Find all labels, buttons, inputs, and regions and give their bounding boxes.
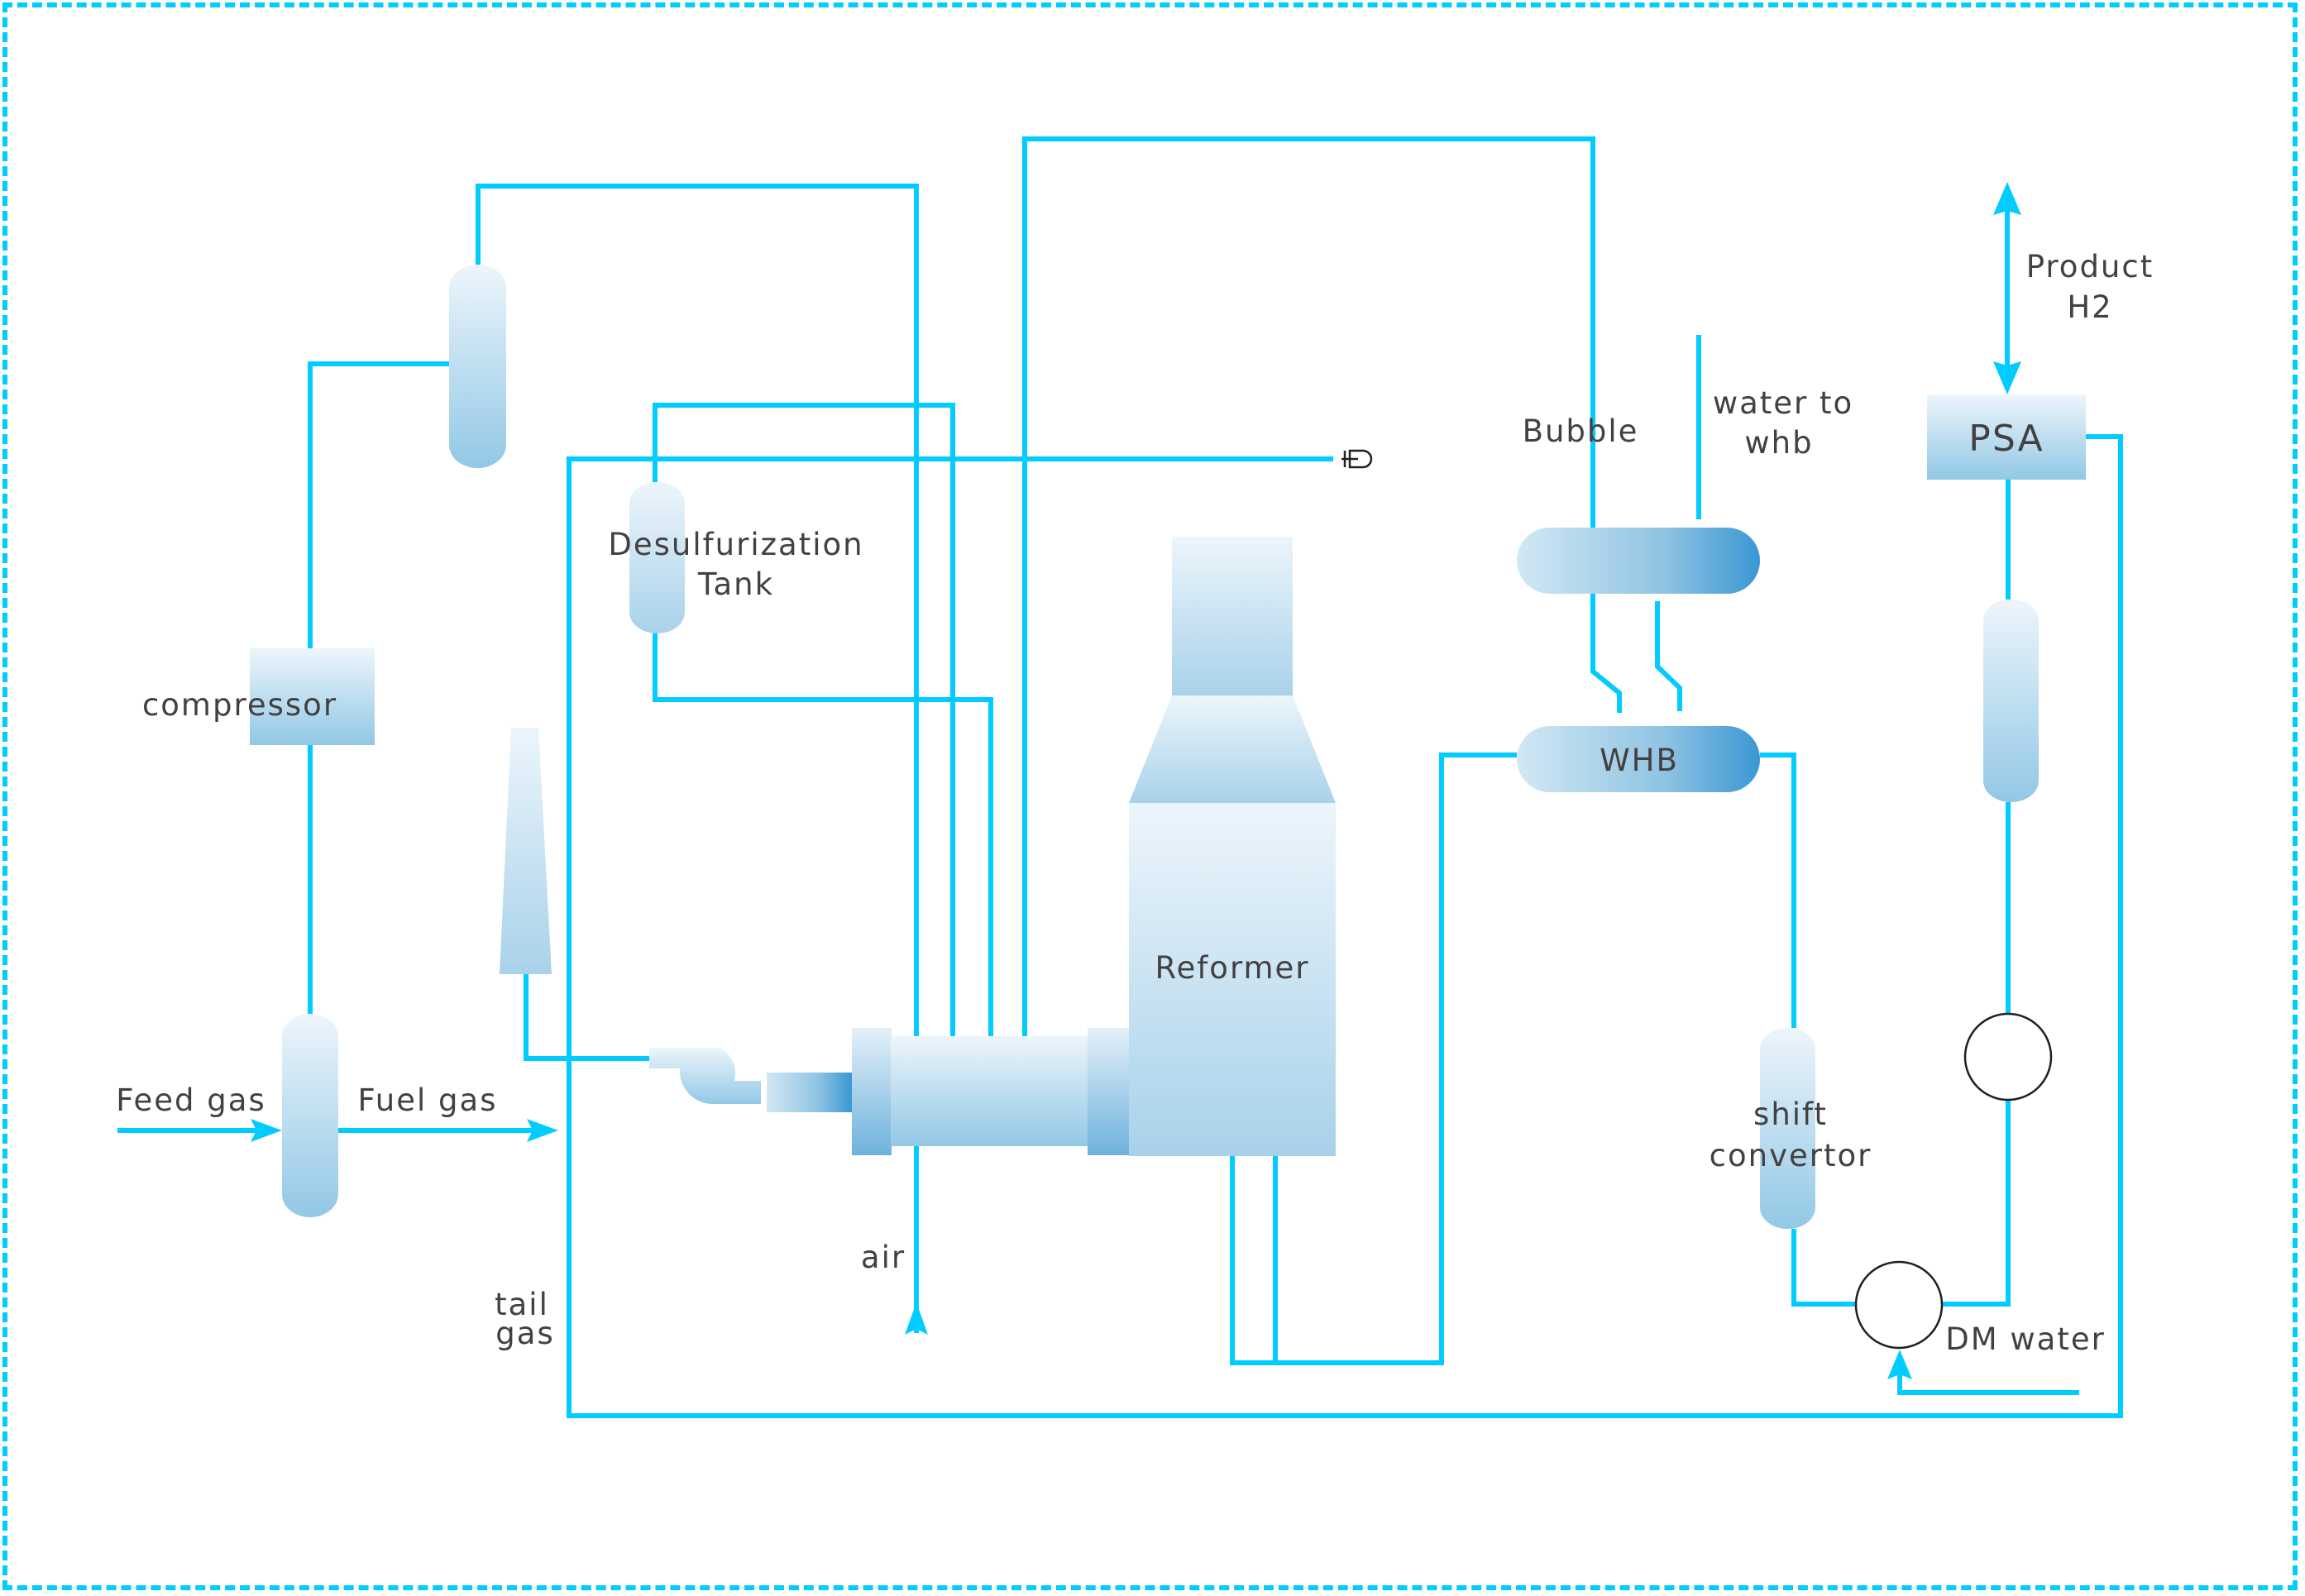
label-desulfurization: Desulfurization [608,527,863,562]
arrow-product-down-icon [1993,361,2021,394]
stack-cone[interactable] [500,728,552,974]
shift-convertor-vessel[interactable] [1760,1028,1815,1229]
end-cap-icon [1341,449,1373,469]
label-air: air [861,1240,906,1275]
label-whb: WHB [1600,743,1679,778]
pipe-desulf-top [653,403,955,1036]
equipment [250,265,2086,1350]
arrow-fuel-gas-icon [527,1119,558,1142]
reformer-top[interactable] [1172,537,1293,695]
pipe-riser-1 [1590,594,1622,713]
pipe-top-separator-to-burner [476,184,919,1036]
arrow-product-up-icon [1993,182,2021,215]
reformer-hood[interactable] [1129,695,1336,803]
pipe-riser-2 [1655,601,1682,711]
arrow-feed-gas-icon [251,1119,282,1142]
pump-lower[interactable] [1854,1260,1944,1350]
reformer-body[interactable] [1129,803,1336,1156]
compressor-block[interactable] [250,648,375,745]
label-fuel-gas: Fuel gas [358,1082,498,1118]
bubble-drum[interactable] [1517,528,1760,594]
top-separator-vessel[interactable] [449,265,506,468]
burner-flange-left [852,1028,892,1155]
pump-upper[interactable] [1963,1012,2053,1101]
labels: Feed gas Fuel gas compressor Desulfuriza… [116,249,2154,1357]
pipe-burner-to-bubble [1022,136,1595,1036]
label-tail: tail [495,1287,549,1322]
pipe-whb-to-shift [1760,753,1796,1028]
label-gas: gas [495,1316,554,1351]
pipe-shift-to-pump [1791,1229,1856,1307]
label-whb-lower: whb [1744,425,1813,461]
label-reformer: Reformer [1155,950,1309,986]
whb-drum[interactable] [1517,726,1760,792]
burner-elbow[interactable] [649,1048,761,1104]
burner-flange-right [1088,1028,1129,1155]
pipe-stack-to-burner [524,974,649,1061]
label-tank: Tank [697,566,774,602]
label-dm-water: DM water [1945,1321,2106,1357]
label-feed-gas: Feed gas [116,1082,265,1118]
burner-nozzle[interactable] [767,1073,852,1112]
feed-separator-vessel[interactable] [282,1014,338,1217]
arrow-dm-water-icon [1887,1350,1912,1379]
arrow-air-icon [905,1302,928,1335]
psa-unit-block[interactable] [1927,394,2086,480]
psa-column-vessel[interactable] [1983,600,2039,802]
pipe-reformer-to-whb [1230,753,1517,1365]
label-compressor: compressor [142,687,337,723]
label-bubble: Bubble [1523,413,1639,449]
pipe-tail-gas [567,434,2123,1418]
pipe-pump-to-upper-pump [1942,1100,2011,1307]
pipe-desulf-bottom [653,633,993,1036]
arrowheads [251,182,2021,1379]
pipes [117,136,2123,1418]
label-shift: shift [1753,1097,1828,1132]
label-water-to: water to [1713,385,1853,421]
pipe-compressor-to-top-separator [308,361,449,648]
label-convertor: convertor [1710,1138,1872,1173]
pipe-dm-water [1897,1369,2079,1395]
label-h2: H2 [2067,289,2112,325]
burner-body[interactable] [891,1036,1088,1146]
desulfurization-tank-vessel[interactable] [629,482,685,633]
label-product: Product [2026,249,2154,284]
label-psa: PSA [1968,418,2044,460]
